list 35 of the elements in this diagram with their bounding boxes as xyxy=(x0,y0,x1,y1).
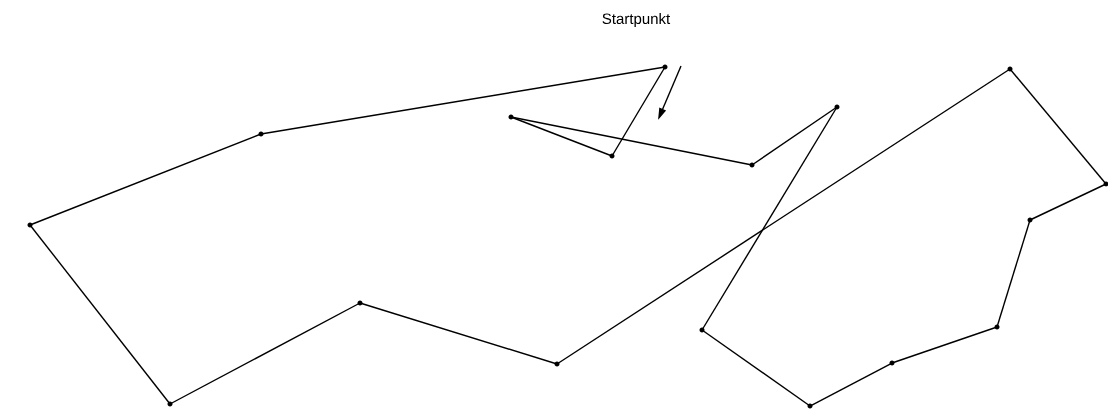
tour-line xyxy=(359,302,558,365)
tour-line xyxy=(260,66,666,135)
point xyxy=(1103,181,1108,187)
point xyxy=(554,361,560,367)
point xyxy=(609,153,615,159)
tour-line xyxy=(809,362,893,407)
tour-line xyxy=(510,116,753,166)
point xyxy=(699,327,705,333)
point xyxy=(749,162,755,168)
start-label: Startpunkt xyxy=(602,13,671,27)
tour-line xyxy=(751,106,838,166)
tour-line xyxy=(510,116,613,157)
point xyxy=(662,64,668,70)
point xyxy=(167,401,173,407)
tour-line xyxy=(29,133,262,226)
point xyxy=(994,324,1000,330)
point xyxy=(1027,217,1033,223)
point xyxy=(258,131,264,137)
tour-line xyxy=(169,302,361,405)
tour-line xyxy=(996,219,1031,328)
point xyxy=(357,300,363,306)
point xyxy=(508,114,514,120)
point xyxy=(27,222,33,228)
tour-line xyxy=(611,66,666,157)
tour-line xyxy=(556,68,1011,365)
point xyxy=(1007,66,1013,72)
tour-line xyxy=(701,329,811,407)
point xyxy=(889,360,895,366)
tour-line xyxy=(1009,68,1107,185)
point xyxy=(807,403,813,409)
tour-line xyxy=(1029,183,1107,221)
point xyxy=(834,104,840,110)
tour-line xyxy=(891,326,998,364)
tour-line xyxy=(29,224,171,405)
tour-line xyxy=(701,106,838,331)
